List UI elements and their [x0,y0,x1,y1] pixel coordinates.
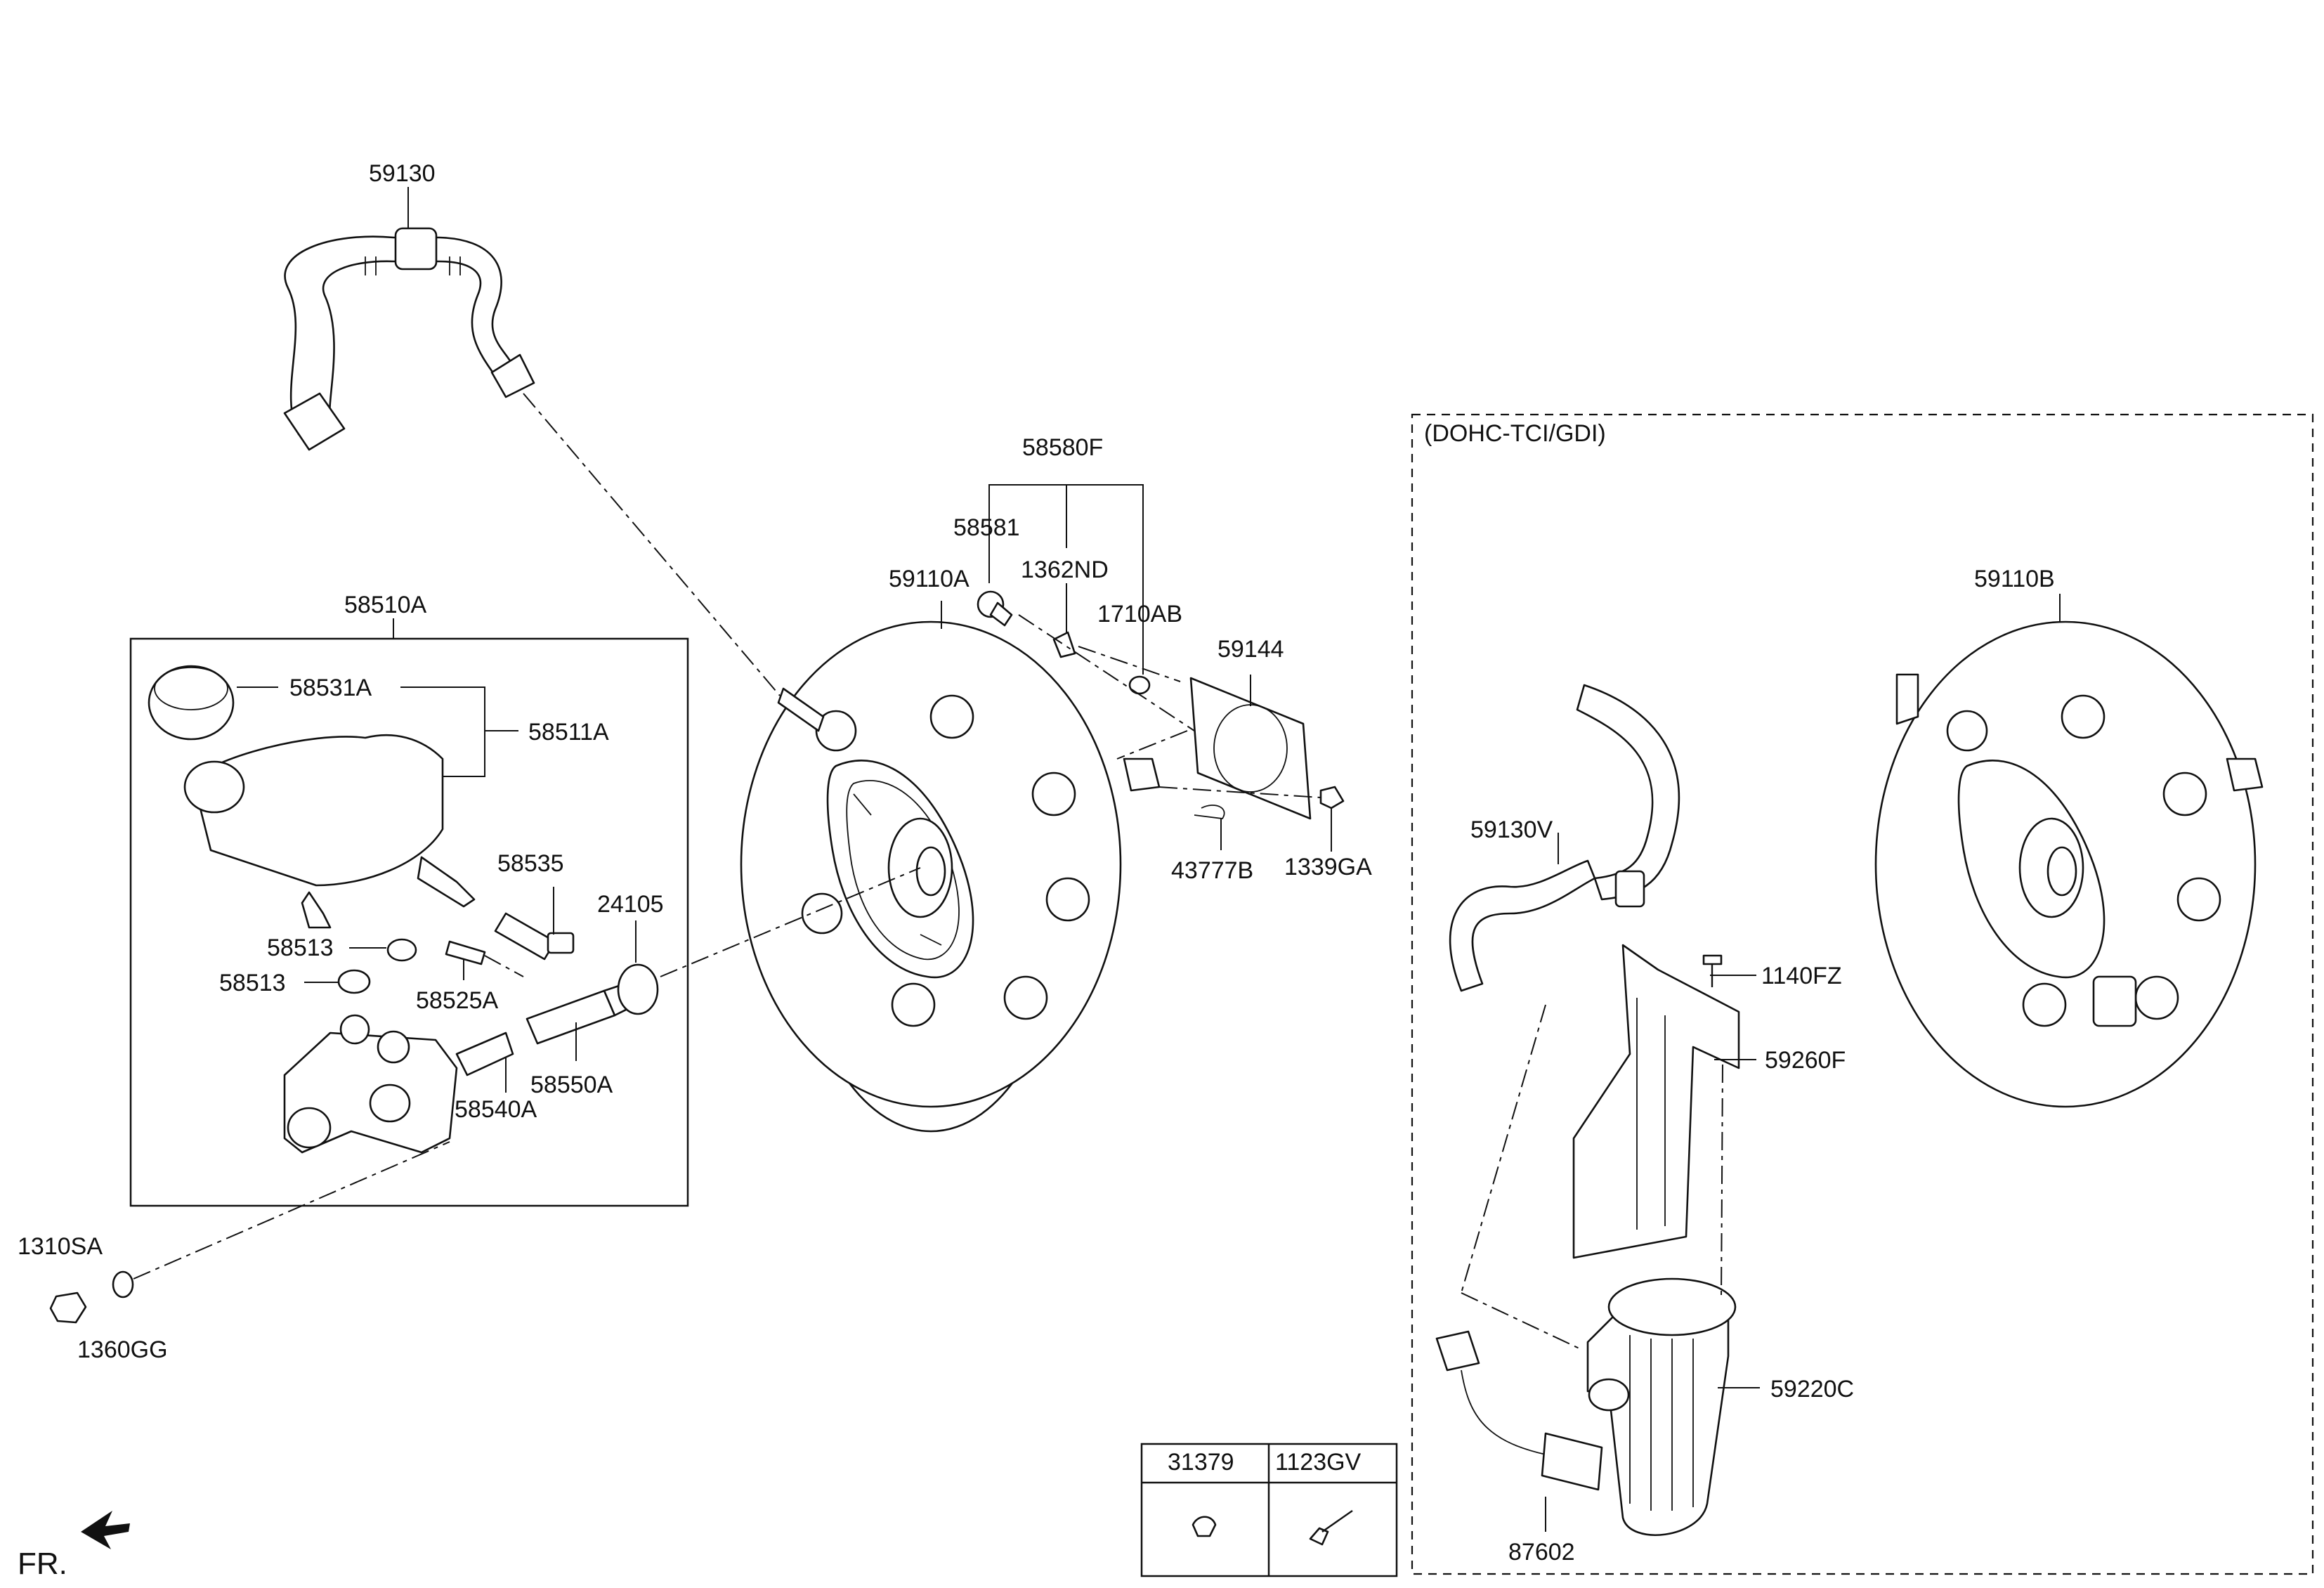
screw-58525A[interactable] [445,940,486,965]
label-58525A: 58525A [416,987,499,1014]
label-1360GG: 1360GG [77,1336,168,1363]
label-58535: 58535 [497,850,564,877]
reservoir-cap-58531A[interactable] [148,665,235,741]
harness-87602[interactable] [1435,1330,1603,1491]
washer-1710AB[interactable] [1128,675,1151,695]
label-58513-lower: 58513 [219,970,286,996]
vacuum-hose-59130V[interactable] [1449,684,1680,992]
clip-43777B[interactable] [1194,805,1225,819]
sensor-58535[interactable] [494,912,575,961]
label-59110A: 59110A [889,566,970,592]
label-59144: 59144 [1218,636,1284,663]
label-59130: 59130 [369,160,436,187]
label-1362ND: 1362ND [1021,557,1109,583]
label-1140FZ: 1140FZ [1761,963,1842,989]
piston-58540A[interactable] [455,1031,514,1076]
nut-1339GA[interactable] [1319,786,1345,809]
leader-lines [237,187,2061,1532]
label-58580F: 58580F [1022,434,1103,461]
label-59220C: 59220C [1770,1376,1854,1402]
legend-header-1123GV: 1123GV [1275,1449,1362,1476]
washer-1360GG[interactable] [112,1270,134,1299]
label-1710AB: 1710AB [1097,601,1182,627]
legend-header-31379: 31379 [1168,1449,1234,1476]
label-1310SA: 1310SA [18,1233,103,1260]
vacuum-hose-59130[interactable] [283,227,535,451]
brake-booster-59110A[interactable] [740,620,1161,1133]
front-direction-arrow-icon [81,1511,130,1549]
brake-booster-59110B[interactable] [1874,620,2264,1108]
master-cylinder-body[interactable] [283,1014,458,1154]
grommet-58513-upper[interactable] [386,938,417,962]
bolt-58581[interactable] [977,590,1013,627]
label-variant: (DOHC-TCI/GDI) [1424,420,1606,447]
bracket-59260F[interactable] [1572,944,1740,1259]
label-24105: 24105 [597,891,664,918]
oring-24105[interactable] [617,963,659,1015]
pin-1362ND[interactable] [1052,631,1076,658]
label-58581: 58581 [953,514,1020,541]
vacuum-pump-59220C[interactable] [1586,1277,1737,1536]
label-58511A: 58511A [528,719,609,746]
nut-1310SA[interactable] [49,1291,87,1324]
label-59110B: 59110B [1974,566,2055,592]
bolt-1140FZ[interactable] [1702,954,1723,987]
legend-table [1140,1443,1398,1577]
label-58510A: 58510A [344,592,427,618]
label-58513-upper: 58513 [267,935,334,961]
label-59130V: 59130V [1470,816,1553,843]
label-58531A: 58531A [289,675,372,701]
variant-box-dohc-tci-gdi [1411,413,2314,1575]
reservoir-58511A[interactable] [183,734,476,929]
label-59260F: 59260F [1765,1047,1846,1074]
master-cylinder-assembly-box [129,637,689,1207]
label-87602: 87602 [1508,1539,1575,1566]
label-58540A: 58540A [455,1096,537,1123]
bolt-icon [1309,1510,1353,1546]
label-43777B: 43777B [1171,857,1253,884]
label-1339GA: 1339GA [1284,854,1372,880]
label-fr: FR. [18,1547,67,1581]
part-labels: 59130 58580F 58581 1362ND 59110A 1710AB … [18,160,2055,1581]
connection-lines [133,393,1723,1350]
label-58550A: 58550A [530,1072,613,1098]
grommet-58513-lower[interactable] [337,969,371,994]
clip-icon [1192,1516,1217,1537]
